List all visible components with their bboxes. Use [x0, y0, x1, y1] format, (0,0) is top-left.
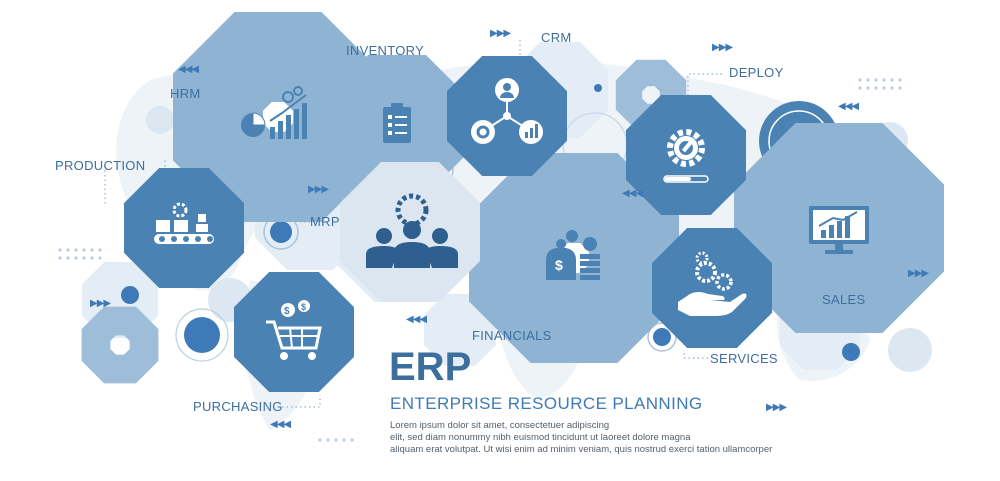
arrows-left-center: ◀◀◀ — [622, 188, 643, 199]
svg-text:$: $ — [555, 257, 563, 273]
money-icon: $ — [546, 230, 600, 280]
chart-icon — [241, 86, 307, 139]
monitor-chart-icon — [809, 206, 869, 254]
body-line-2: elit, sed diam nonummy nibh euismod tinc… — [390, 432, 691, 443]
hand-gears-icon — [678, 251, 747, 316]
dot-grids — [58, 78, 902, 442]
checklist-icon — [383, 103, 411, 143]
title-block: ERP ENTERPRISE RESOURCE PLANNING Lorem i… — [389, 345, 772, 455]
module-labels: HRM INVENTORY CRM DEPLOY PRODUCTION MRP … — [55, 30, 865, 414]
page-subtitle: ENTERPRISE RESOURCE PLANNING — [390, 394, 703, 413]
arrows-right-sales: ▶▶▶ — [908, 268, 929, 279]
services-octagon — [652, 228, 772, 348]
arrow-decorations: ◀◀◀ ▶▶▶ ▶▶▶ ◀◀◀ ▶▶▶ ◀◀◀ ▶▶▶ ▶▶▶ ◀◀◀ ◀◀◀ … — [90, 28, 930, 430]
label-mrp: MRP — [310, 214, 340, 229]
network-icon — [471, 78, 543, 144]
conveyor-icon — [154, 202, 214, 244]
gear-wrench-icon — [663, 129, 709, 183]
label-production: PRODUCTION — [55, 158, 145, 173]
arrows-right-left: ▶▶▶ — [90, 298, 111, 309]
arrows-left-sales-top: ◀◀◀ — [838, 101, 859, 112]
arrows-right-mrp: ▶▶▶ — [308, 184, 329, 195]
label-services: SERVICES — [710, 351, 778, 366]
label-hrm: HRM — [170, 86, 201, 101]
label-purchasing: PURCHASING — [193, 399, 283, 414]
body-line-1: Lorem ipsum dolor sit amet, consectetuer… — [390, 420, 609, 431]
label-crm: CRM — [541, 30, 572, 45]
arrows-left-financials: ◀◀◀ — [406, 314, 427, 325]
label-inventory: INVENTORY — [346, 43, 424, 58]
svg-text:$: $ — [284, 306, 290, 317]
cart-icon: $ $ — [266, 300, 322, 360]
page-title: ERP — [389, 345, 471, 389]
label-financials: FINANCIALS — [472, 328, 552, 343]
svg-text:$: $ — [301, 302, 306, 312]
arrows-left-hrm: ◀◀◀ — [178, 64, 199, 75]
arrows-left-purchasing: ◀◀◀ — [270, 419, 291, 430]
arrows-right-crm: ▶▶▶ — [490, 28, 511, 39]
purchasing-octagon — [234, 272, 354, 392]
body-line-3: aliquam erat volutpat. Ut wisi enim ad m… — [390, 444, 772, 455]
team-icon — [366, 193, 458, 268]
label-sales: SALES — [822, 292, 865, 307]
arrows-right-deploy: ▶▶▶ — [712, 42, 733, 53]
hrm-octagon — [218, 57, 338, 177]
arrows-right-bottom: ▶▶▶ — [766, 402, 787, 413]
label-deploy: DEPLOY — [729, 65, 784, 80]
